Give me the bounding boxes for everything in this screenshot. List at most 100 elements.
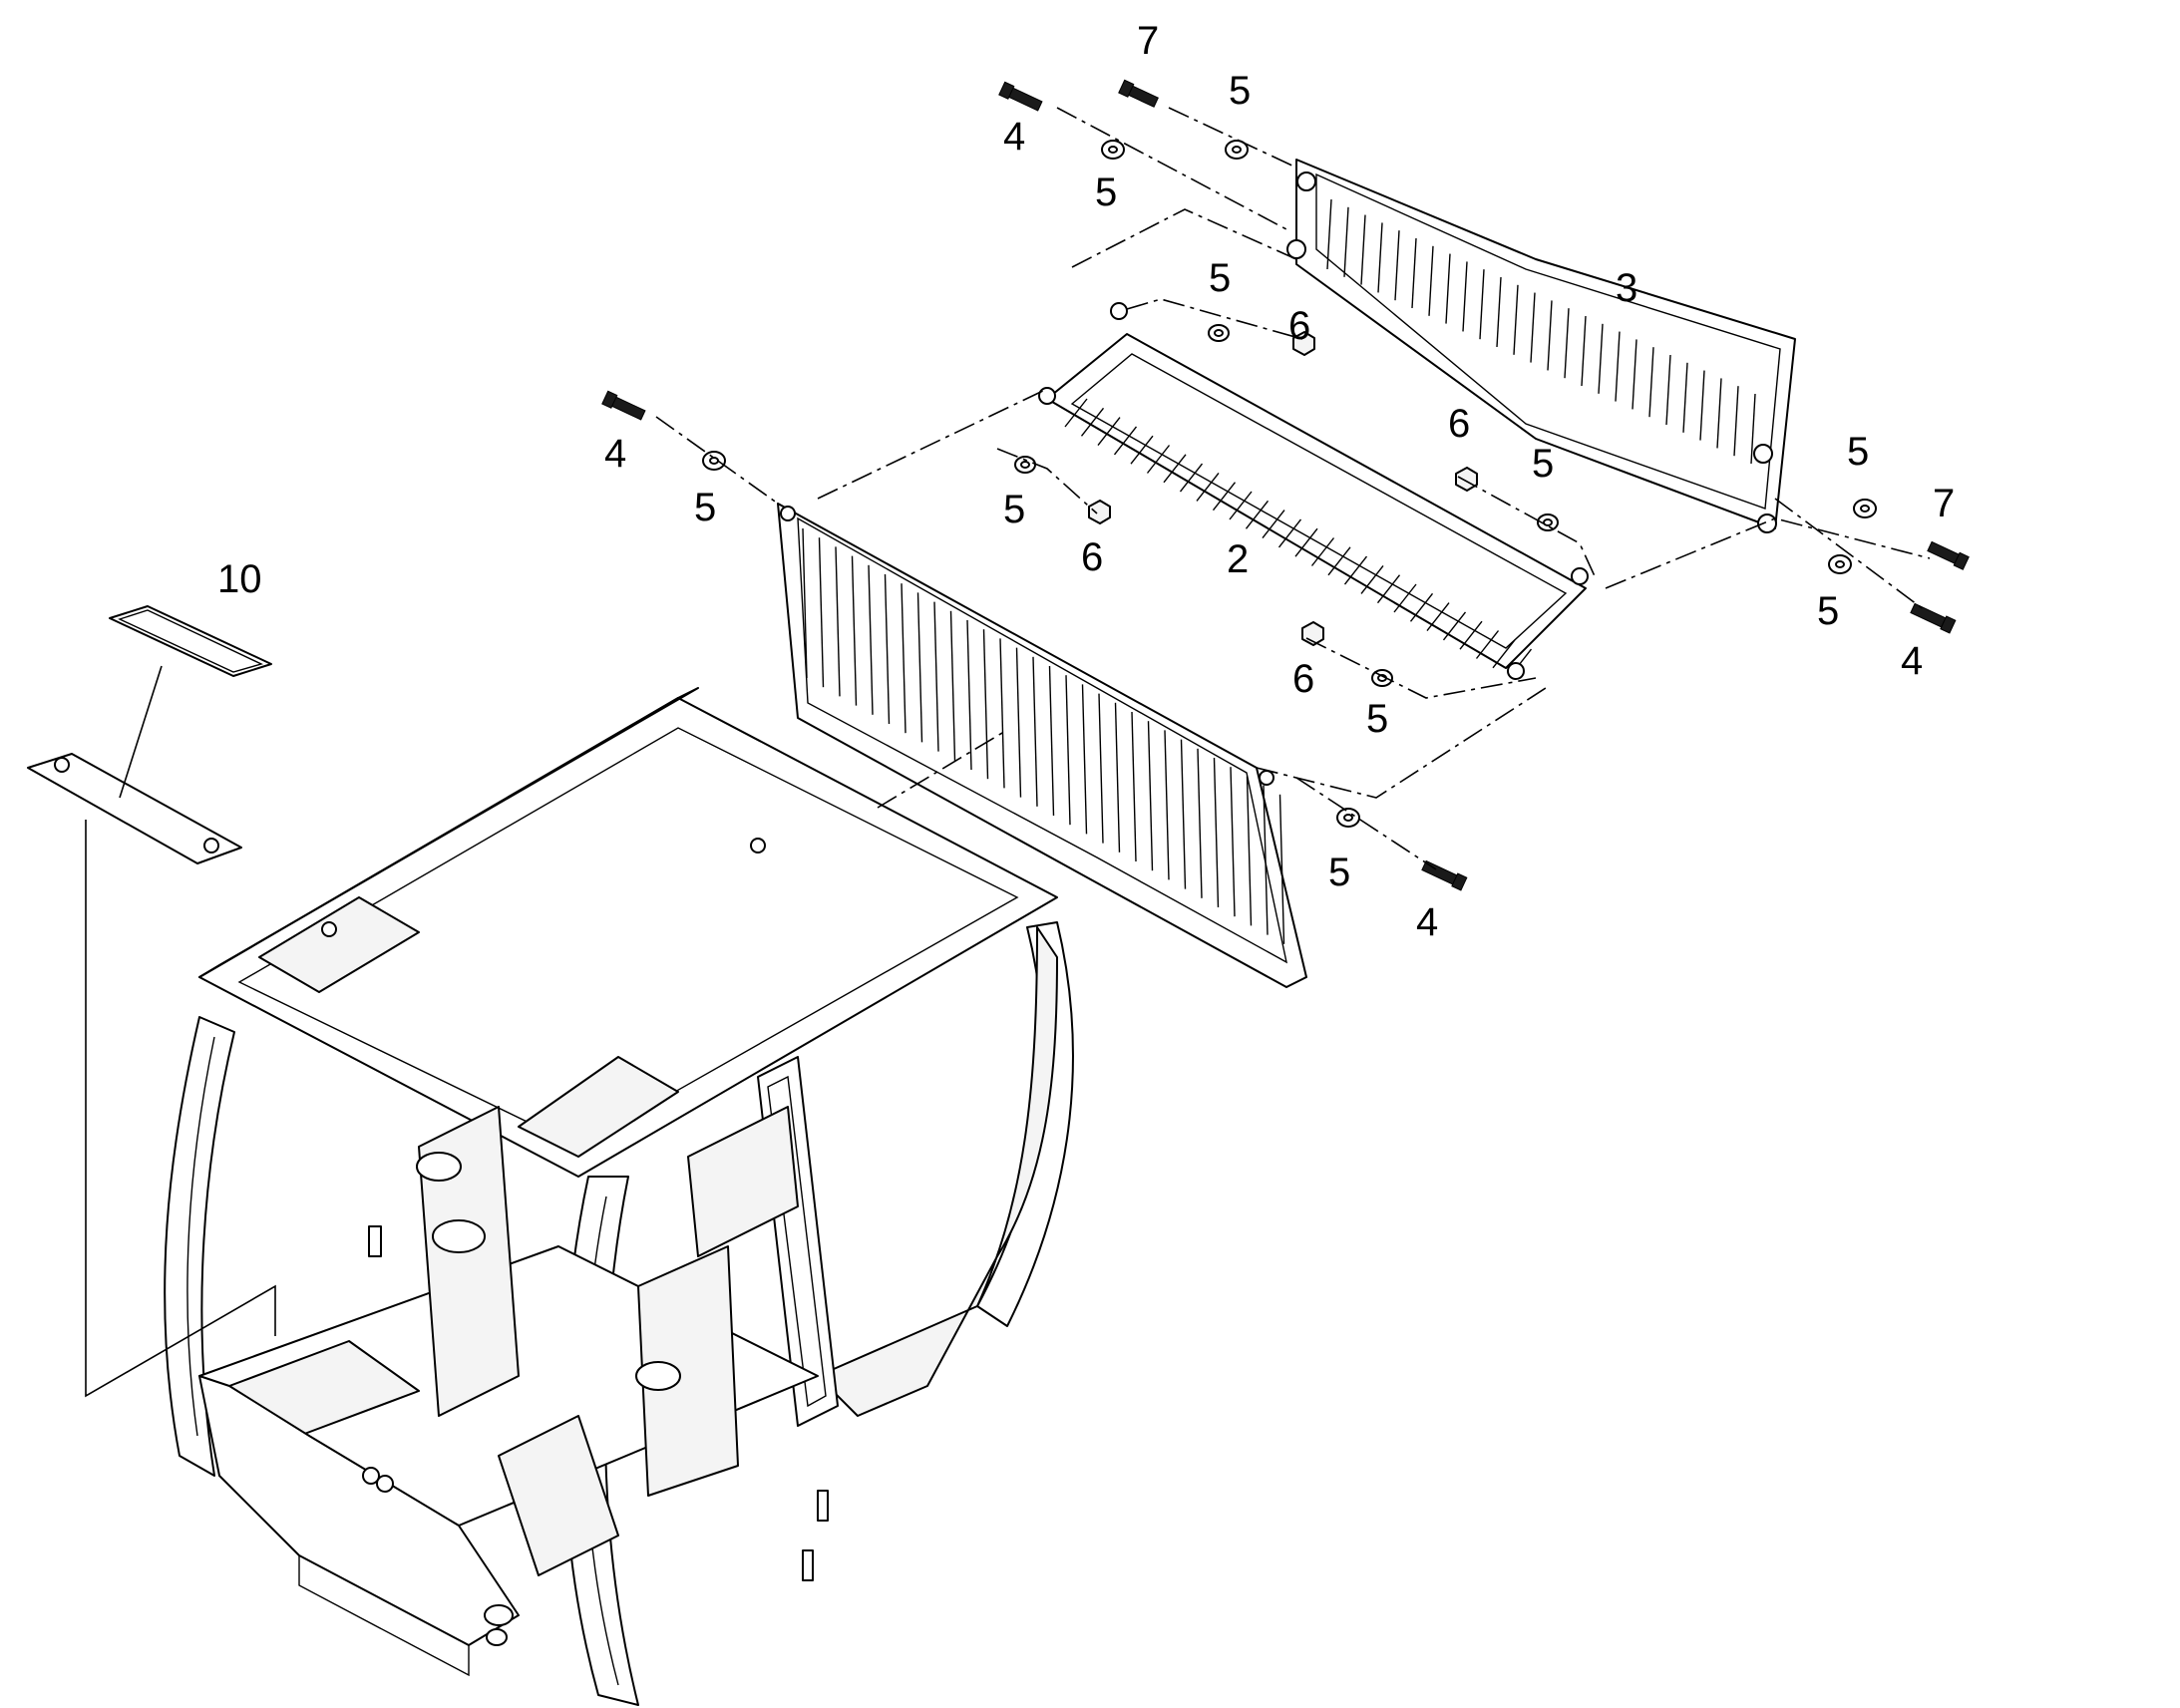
callout-5: 5 (1328, 851, 1350, 894)
washer-icon (1336, 808, 1360, 828)
guard-bar (1462, 261, 1468, 332)
guard-bar (1409, 592, 1434, 622)
guard-bar (1048, 665, 1055, 817)
guard-bar (1326, 198, 1332, 270)
guard-bar (851, 555, 858, 706)
guard-bar (1632, 339, 1637, 410)
washer-icon (702, 451, 726, 471)
guard-bar (1164, 730, 1170, 880)
guard-bar (949, 610, 956, 761)
callout-5: 5 (1366, 697, 1388, 741)
guard-bar (1213, 757, 1220, 908)
guard-bar (1475, 630, 1500, 659)
callout-6: 6 (1081, 535, 1103, 579)
bolt-icon (601, 390, 646, 421)
bolt-icon (1118, 79, 1159, 108)
guard-bar (1445, 253, 1451, 324)
guard-bar (1581, 315, 1587, 387)
bolt-icon (1910, 602, 1957, 634)
cab-assembly (164, 687, 1074, 1706)
guard-bar (1360, 214, 1366, 285)
callout-4: 4 (1416, 900, 1438, 944)
guard-bar (1648, 347, 1654, 418)
guard-bar (1750, 393, 1756, 465)
guard-bar (884, 573, 891, 725)
bolt-icon (1927, 540, 1970, 570)
nut-icon (1455, 467, 1478, 492)
guard-bar (1146, 445, 1171, 474)
guard-bar (1080, 407, 1105, 437)
guard-bar (1246, 776, 1253, 926)
leader-lines (85, 107, 1931, 1398)
guard-bar (1665, 354, 1671, 426)
guard-bar (1716, 378, 1722, 449)
guard-bar (1032, 656, 1038, 807)
callout-6: 6 (1448, 402, 1470, 446)
guard-bar (1492, 639, 1516, 669)
guard-bar (835, 546, 841, 697)
callout-5: 5 (1817, 589, 1839, 633)
callout-7: 7 (1933, 482, 1955, 525)
guard-bar (1277, 518, 1302, 548)
guard-bar (1197, 748, 1203, 898)
guard-bar (1377, 222, 1383, 293)
guard-bar (1230, 767, 1236, 917)
guard-bar (1310, 537, 1335, 566)
callout-7: 7 (1137, 19, 1159, 63)
guard-bar (1015, 647, 1022, 798)
nut-icon (1088, 500, 1111, 524)
guard-bar (1147, 721, 1154, 871)
callout-3: 3 (1616, 266, 1637, 310)
guard-bar (999, 638, 1005, 789)
washer-icon (1208, 324, 1230, 342)
callout-5: 5 (1532, 442, 1554, 486)
guard-bar (1360, 564, 1384, 594)
guard-bar (1682, 362, 1688, 433)
washer-icon (1853, 499, 1877, 518)
guard-bar (1547, 300, 1553, 371)
guard-bar (1180, 739, 1187, 889)
guard-bar (1113, 426, 1138, 456)
guard-bar (1598, 323, 1604, 394)
guard-bar (1564, 308, 1570, 379)
guard-bar (1212, 482, 1237, 512)
guard-bar (1064, 398, 1088, 428)
callout-4: 4 (604, 432, 626, 476)
guard-bar (1343, 555, 1368, 585)
guard-bar (916, 592, 923, 743)
guard-bar (1496, 276, 1502, 348)
callout-5: 5 (1003, 488, 1025, 531)
callouts: 7 5 4 5 3 5 6 4 5 6 5 5 7 5 6 2 5 4 10 6… (217, 19, 1955, 944)
guard-bar (1615, 331, 1621, 402)
guard-bar (1081, 684, 1088, 835)
part-10-decal (27, 605, 272, 864)
callout-4: 4 (1901, 639, 1923, 683)
callout-5: 5 (694, 486, 716, 529)
washer-icon (1537, 513, 1559, 531)
guard-bar (1131, 711, 1137, 862)
callout-2: 2 (1227, 537, 1249, 581)
guard-bar (966, 619, 972, 771)
guard-bar (802, 527, 808, 679)
guard-bar (1278, 794, 1285, 944)
guard-bar (1442, 611, 1467, 641)
guard-bar (1479, 269, 1485, 340)
part-1-lower-guard (777, 503, 1307, 988)
part-2-middle-guard (1038, 302, 1589, 680)
guard-bar (1163, 454, 1187, 484)
guard-bar (1245, 500, 1270, 529)
washer-icon (1101, 140, 1125, 160)
guard-bar (1097, 417, 1121, 447)
guard-bar (1376, 574, 1401, 604)
guard-bar (1130, 435, 1154, 465)
guard-bar (1393, 583, 1417, 613)
guard-bar (1733, 386, 1739, 457)
callout-10: 10 (217, 557, 262, 601)
guard-bar (1530, 292, 1536, 363)
guard-bar (1294, 527, 1318, 557)
guard-bar (1411, 237, 1417, 309)
guard-bar (1459, 620, 1483, 650)
guard-bar (1343, 206, 1349, 277)
callout-6: 6 (1292, 657, 1314, 701)
